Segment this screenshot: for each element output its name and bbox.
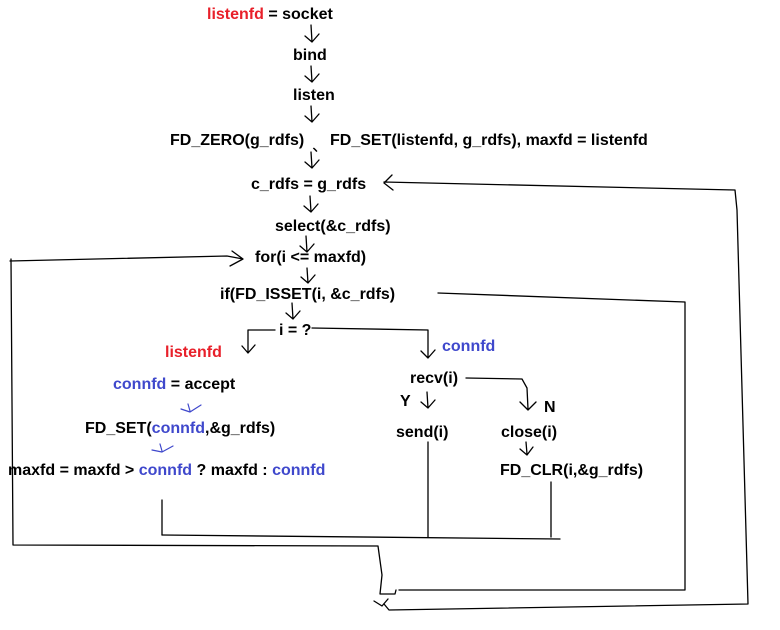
arrow-for-if xyxy=(300,267,316,284)
loop-back-to-for xyxy=(9,250,561,595)
bottom-tick xyxy=(373,598,389,607)
node-maxfd-update: maxfd = maxfd > connfd ? maxfd : connfd xyxy=(8,462,325,480)
node-copy-set: c_rdfs = g_rdfs xyxy=(251,176,367,193)
arrow-accept-fdset xyxy=(180,403,202,413)
arrow-bind-listen xyxy=(304,65,320,83)
branch-connfd: connfd xyxy=(442,338,496,355)
node-select: select(&c_rdfs) xyxy=(275,218,391,235)
connfd-var: connfd xyxy=(151,420,205,437)
node-fd-clr: FD_CLR(i,&g_rdfs) xyxy=(500,462,644,479)
arrow-fdset-maxfd xyxy=(151,443,174,453)
listenfd-var: listenfd xyxy=(207,6,264,23)
arrow-listen-fdzero xyxy=(304,105,320,123)
line-to-connfd-branch xyxy=(311,327,436,359)
label-no: N xyxy=(544,399,556,416)
branch-listenfd: listenfd xyxy=(165,344,222,361)
line-to-listenfd-branch xyxy=(241,329,276,354)
arrow-copy-select xyxy=(303,195,319,213)
node-fd-set-listen: FD_SET(listenfd, g_rdfs), maxfd = listen… xyxy=(330,132,648,149)
node-send: send(i) xyxy=(396,424,449,441)
label-yes: Y xyxy=(400,393,411,410)
node-recv: recv(i) xyxy=(410,370,459,387)
node-decision: i = ? xyxy=(279,322,312,339)
connfd-var: connfd xyxy=(138,462,193,479)
arrow-select-for xyxy=(299,235,315,253)
node-accept: connfd = accept xyxy=(113,376,235,394)
line-recv-to-n xyxy=(465,377,537,411)
maxfd-pre: maxfd = maxfd > xyxy=(8,462,139,479)
node-bind: bind xyxy=(293,47,327,64)
node-fd-zero: FD_ZERO(g_rdfs) xyxy=(170,132,305,149)
node-separator: 、 xyxy=(312,138,329,155)
accept-call: = accept xyxy=(166,376,236,393)
node-socket: listenfd = socket xyxy=(207,6,333,24)
connfd-var: connfd xyxy=(272,462,326,479)
arrow-if-decision xyxy=(285,302,301,320)
assign-op: = xyxy=(263,6,283,23)
connfd-var: connfd xyxy=(113,376,167,393)
socket-call: socket xyxy=(282,6,333,23)
arrow-socket-bind xyxy=(304,24,320,43)
arrow-fdzero-copy xyxy=(304,151,320,169)
node-listen: listen xyxy=(293,87,335,104)
fd-set-post: ,&g_rdfs) xyxy=(205,420,276,437)
node-close: close(i) xyxy=(501,424,558,441)
node-if-isset: if(FD_ISSET(i, &c_rdfs) xyxy=(220,286,396,303)
fd-set-pre: FD_SET( xyxy=(85,420,152,437)
loop-if-false xyxy=(398,292,686,591)
arrow-close-fdclr xyxy=(519,441,534,456)
node-for-loop: for(i <= maxfd) xyxy=(255,249,367,266)
arrow-recv-send xyxy=(420,391,436,409)
node-fd-set-conn: FD_SET(connfd,&g_rdfs) xyxy=(85,420,275,438)
loop-back-to-copy xyxy=(383,174,749,611)
maxfd-mid: ? maxfd : xyxy=(192,462,273,479)
